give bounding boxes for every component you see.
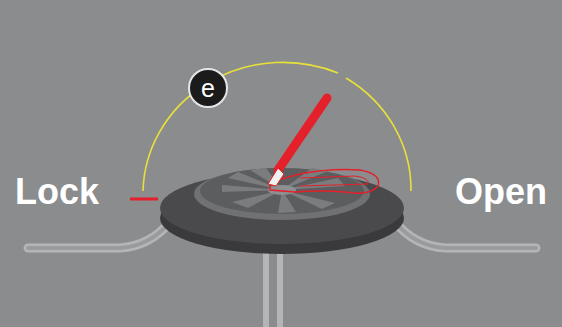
side-arm	[395, 222, 536, 248]
rotation-arc	[346, 78, 411, 191]
callout-letter: e	[201, 76, 215, 101]
tool-outline	[300, 176, 368, 186]
lock-mark	[130, 198, 158, 201]
callout-circle: e	[188, 68, 228, 108]
tool-handle	[278, 98, 327, 170]
tool-tip	[268, 168, 284, 186]
burner-top	[194, 168, 370, 220]
side-arm	[28, 222, 170, 248]
direction-label: Open	[455, 174, 547, 210]
direction-label: Lock	[15, 174, 99, 210]
leg	[266, 245, 280, 327]
tool-outline	[270, 170, 379, 194]
side-arm	[28, 222, 170, 248]
side-arm	[395, 222, 536, 248]
